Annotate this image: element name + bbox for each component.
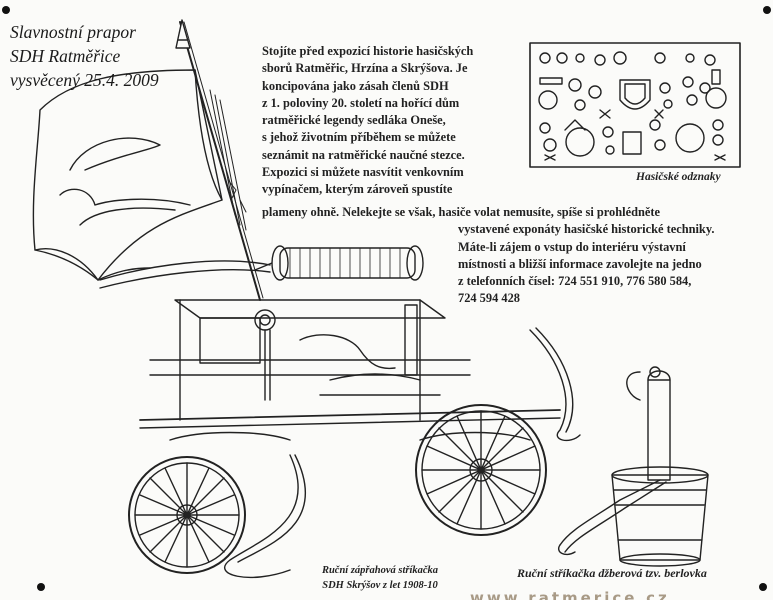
intro-line: vypínačem, kterým zároveň spustíte [262,182,453,197]
pump-cart-illustration [100,246,580,577]
intro-line: s jehož životním příběhem se můžete [262,130,456,145]
berlovka-illustration [559,367,708,566]
badges-caption: Hasičské odznaky [636,171,721,183]
screw-icon [2,6,10,14]
intro-line: sborů Ratměřic, Hrzína a Skrýšova. Je [262,61,468,76]
pump-caption-line: SDH Skrýšov z let 1908-10 [322,580,438,591]
berlovka-caption: Ruční stříkačka džberová tzv. berlovka [517,566,707,580]
screw-icon [37,583,45,591]
flag-caption-line: vysvěcený 25.4. 2009 [10,70,159,90]
intro-line: z telefonních čísel: 724 551 910, 776 58… [458,274,692,289]
intro-line: místnosti a bližší informace zavolejte n… [458,256,702,271]
intro-line: vystavené exponáty hasičské historické t… [458,222,715,237]
pump-caption: Ruční zápřahová stříkačka SDH Skrýšov z … [300,563,460,593]
intro-line: z 1. poloviny 20. století na hořící dům [262,95,460,110]
intro-line: plameny ohně. Nelekejte se však, hasiče … [262,205,660,219]
flag-illustration [33,20,263,300]
flag-caption-line: Slavnostní prapor [10,22,136,42]
intro-continuation: plameny ohně. Nelekejte se však, hasiče … [262,204,714,308]
intro-text: Stojíte před expozicí historie hasičskýc… [262,43,507,199]
website-strip: www.ratmerice.cz [470,589,670,600]
pump-caption-line: Ruční zápřahová stříkačka [321,565,439,576]
intro-line: ratměřické legendy sedláka Oneše, [262,113,446,128]
intro-line: Máte-li zájem o vstup do interiéru výsta… [458,239,686,254]
intro-line: Stojíte před expozicí historie hasičskýc… [262,44,474,58]
flag-caption-line: SDH Ratměřice [10,46,121,66]
intro-line: Expozici si můžete nasvítit venkovním [262,165,464,180]
intro-line: 724 594 428 [458,291,520,306]
badges-panel [530,43,740,167]
flag-caption: Slavnostní prapor SDH Ratměřice vysvěcen… [10,20,180,92]
intro-line: koncipována jako zásah členů SDH [262,78,449,93]
screw-icon [763,6,771,14]
screw-icon [759,583,767,591]
intro-line: seznámit na ratměřické naučné stezce. [262,147,465,162]
